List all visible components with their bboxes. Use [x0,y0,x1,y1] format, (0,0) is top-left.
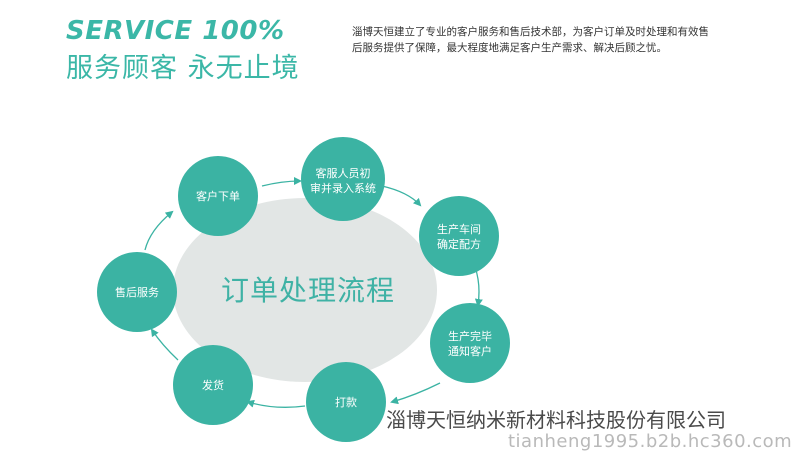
node-label-line1: 生产车间 [437,222,481,236]
node-workshop-formula: 生产车间 确定配方 [419,196,499,276]
watermark-url: tianheng1995.b2b.hc360.com [508,431,793,452]
center-ellipse [173,198,437,382]
watermark-company: 淄博天恒纳米新材料科技股份有限公司 [386,408,726,432]
node-label: 打款 [335,395,357,409]
node-label-line2: 确定配方 [437,237,481,251]
service-title-cn: 服务顾客 永无止境 [66,53,300,84]
node-label-line2: 通知客户 [448,344,492,358]
node-after-sales: 售后服务 [97,252,177,332]
node-label-line1: 客服人员初 [316,166,371,180]
node-label-line1: 生产完毕 [448,329,492,343]
node-payment: 打款 [306,362,386,442]
service-description: 淄博天恒建立了专业的客户服务和售后技术部，为客户订单及时处理和有效售后服务提供了… [352,26,709,54]
node-label: 售后服务 [115,285,159,299]
arrow-review-to-workshop [381,185,422,207]
arrow-aftersales-to-order [144,210,174,251]
arrow-shipping-to-aftersales [150,328,179,361]
arrow-payment-to-shipping [246,399,306,408]
node-customer-order: 客户下单 [178,156,258,236]
node-label: 客户下单 [196,189,240,203]
node-label: 发货 [202,378,224,392]
center-label: 订单处理流程 [221,274,395,307]
arrow-order-to-review [261,177,302,187]
arrow-production-to-payment [390,382,441,405]
node-shipping: 发货 [173,345,253,425]
node-label-line2: 审并录入系统 [310,181,376,195]
node-service-review: 客服人员初 审并录入系统 [301,137,385,221]
service-title-en: SERVICE 100% [66,16,285,46]
node-production-notify: 生产完毕 通知客户 [430,303,510,383]
